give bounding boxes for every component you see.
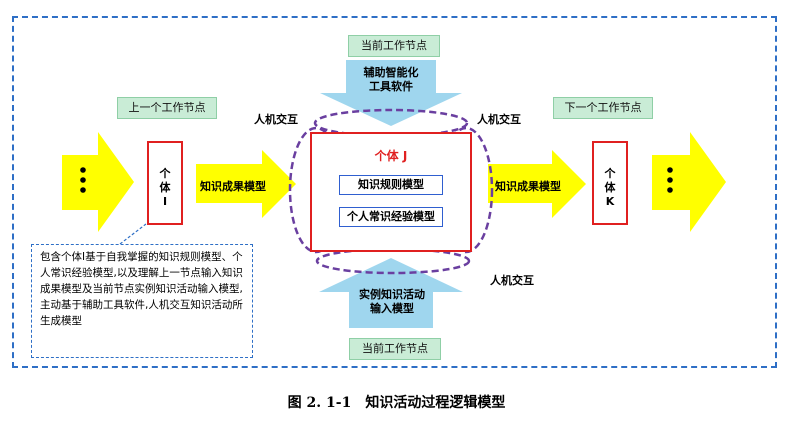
output-arrow-right [652,132,726,232]
dot [80,177,86,183]
interaction-label-bottom-right: 人机交互 [490,274,534,287]
input-arrow-up [319,258,463,328]
input-arrow-left [62,132,134,232]
tag-next-node: 下一个工作节点 [553,97,653,119]
flow-arrow-left [196,150,296,218]
input-arrow-label-line2: 输入模型 [370,302,414,315]
interaction-label-top-right: 人机交互 [477,113,521,126]
dot [667,177,673,183]
flow-arrow-left-label: 知识成果模型 [200,180,266,193]
node-j-title: 个体 J [374,149,408,163]
node-individual-i: 个 体 I [147,141,183,225]
figure-caption: 图 2. 1-1 知识活动过程逻辑模型 [287,395,506,411]
node-individual-k: 个 体 K [592,141,628,225]
node-k-char2: 体 [604,181,616,194]
tool-arrow-label-line2: 工具软件 [369,80,413,93]
node-i-char1: 个 [159,167,171,180]
knowledge-rule-model-box: 知识规则模型 [339,175,443,195]
dot [80,167,86,173]
tool-arrow-down [320,60,462,126]
node-i-char2: 体 [159,181,171,194]
dot [80,187,86,193]
input-arrow-label: 实例知识活动 输入模型 [351,288,433,316]
dot [667,167,673,173]
input-arrow-label-line1: 实例知识活动 [359,288,425,301]
diagram-frame [12,16,777,368]
description-note: 包含个体I基于自我掌握的知识规则模型、个人常识经验模型,以及理解上一节点输入知识… [31,244,253,358]
tag-prev-node: 上一个工作节点 [117,97,217,119]
node-i-char3: I [162,195,168,208]
tag-top-current-node: 当前工作节点 [348,35,440,57]
interaction-label-top-left: 人机交互 [254,113,298,126]
node-k-char1: 个 [604,167,616,180]
flow-arrow-right-label: 知识成果模型 [495,180,561,193]
tag-bottom-current-node: 当前工作节点 [349,338,441,360]
dot [667,187,673,193]
node-individual-j: 个体 J 知识规则模型 个人常识经验模型 [310,132,472,252]
tool-arrow-label-line1: 辅助智能化 [363,66,419,79]
flow-arrow-right [488,150,586,218]
node-k-char3: K [605,195,615,208]
tool-arrow-label: 辅助智能化 工具软件 [361,66,421,94]
personal-experience-model-box: 个人常识经验模型 [339,207,443,227]
note-leader [119,223,147,245]
